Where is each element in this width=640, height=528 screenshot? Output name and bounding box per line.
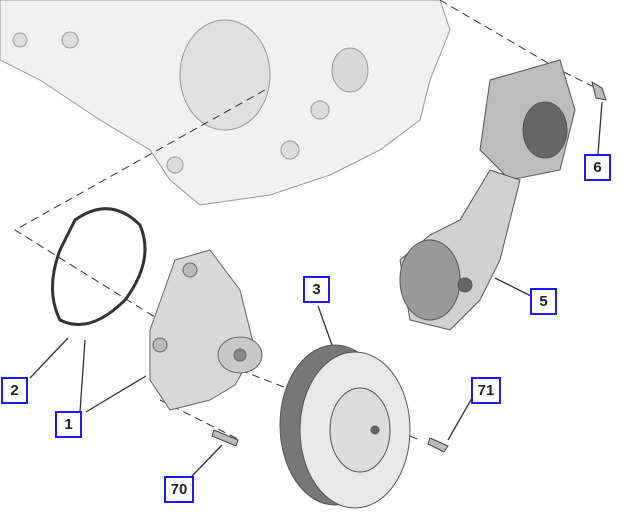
belt-tensioner — [399, 59, 576, 331]
callout-number: 3 — [312, 281, 321, 298]
callout-71: 71 — [471, 377, 501, 404]
callout-1: 1 — [55, 411, 82, 438]
callout-number: 71 — [477, 382, 495, 399]
callout-number: 1 — [64, 416, 73, 433]
callout-number: 2 — [10, 382, 19, 399]
callout-leaders — [29, 101, 603, 477]
callout-3: 3 — [303, 276, 330, 303]
callout-number: 6 — [593, 159, 602, 176]
gasket — [51, 207, 147, 326]
callout-70: 70 — [164, 476, 194, 503]
bolts — [211, 80, 607, 453]
engine-block — [0, 0, 451, 206]
callout-number: 5 — [539, 293, 548, 310]
callout-2: 2 — [1, 377, 28, 404]
callout-5: 5 — [530, 288, 557, 315]
pulley — [279, 344, 411, 509]
callout-number: 70 — [170, 481, 188, 498]
callout-6: 6 — [584, 154, 611, 181]
water-pump — [149, 249, 263, 411]
